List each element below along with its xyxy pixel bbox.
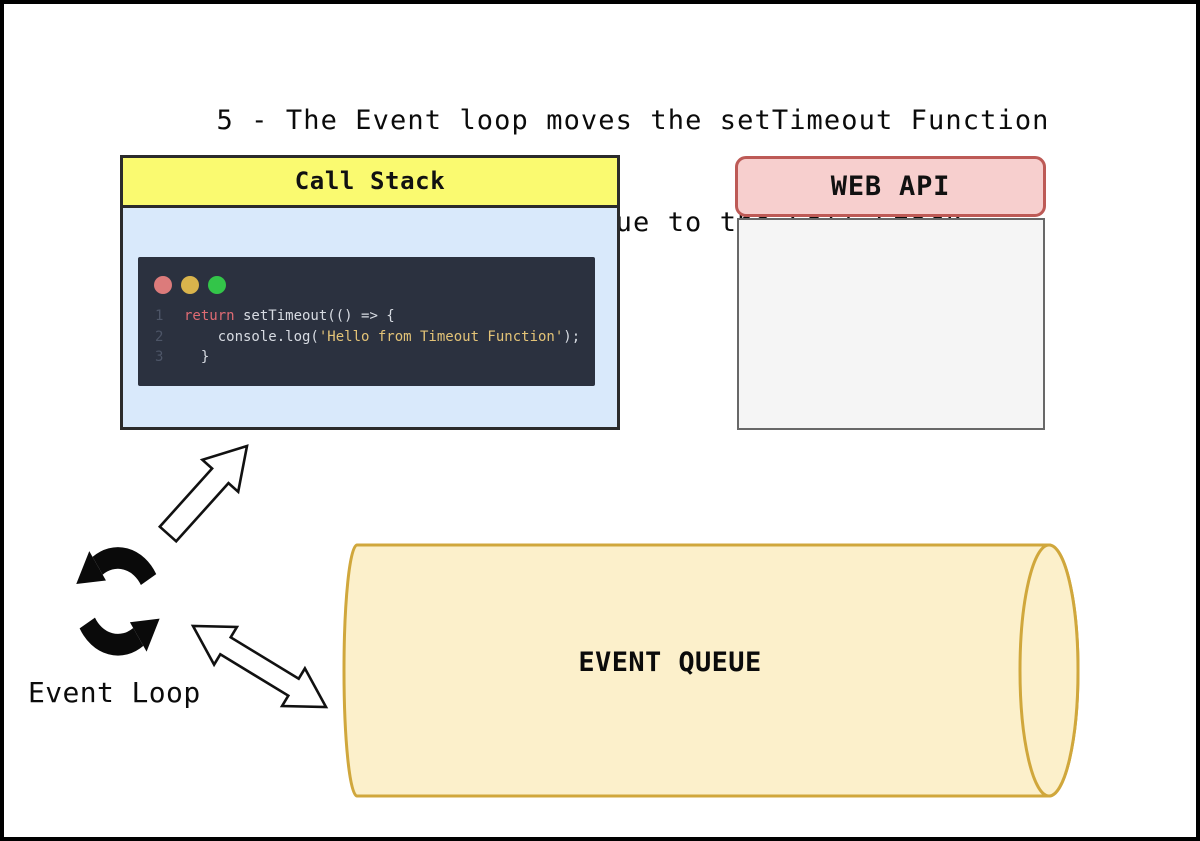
code-line: 2 console.log('Hello from Timeout Functi… bbox=[138, 327, 595, 348]
code-token: ); bbox=[563, 328, 581, 345]
event-queue-label: EVENT QUEUE bbox=[578, 647, 762, 678]
code-token: setTimeout(() => { bbox=[234, 308, 395, 324]
code-token: console.log( bbox=[184, 328, 319, 345]
web-api-label: WEB API bbox=[830, 171, 951, 202]
web-api-header: WEB API bbox=[735, 156, 1046, 217]
call-stack-label: Call Stack bbox=[294, 167, 446, 195]
code-editor-window: 1 return setTimeout(() => { 2 console.lo… bbox=[138, 257, 595, 386]
code-line: 3 } bbox=[138, 347, 595, 368]
web-api-body bbox=[737, 218, 1045, 430]
code-token-keyword: return bbox=[184, 308, 235, 324]
window-minimize-icon bbox=[181, 276, 199, 294]
editor-window-controls bbox=[154, 276, 226, 294]
line-number: 2 bbox=[155, 328, 164, 345]
window-close-icon bbox=[154, 276, 172, 294]
code-line: 1 return setTimeout(() => { bbox=[138, 306, 595, 327]
code-token: } bbox=[184, 349, 210, 365]
code-block: 1 return setTimeout(() => { 2 console.lo… bbox=[138, 306, 595, 368]
line-number: 1 bbox=[155, 308, 164, 324]
event-loop-refresh-icon bbox=[76, 547, 160, 656]
diagram-title-line1: 5 - The Event loop moves the setTimeout … bbox=[216, 105, 1050, 136]
call-stack-header: Call Stack bbox=[123, 158, 617, 208]
cylinder-cap bbox=[1018, 543, 1080, 798]
arrow-loop-queue-icon bbox=[190, 624, 329, 709]
line-number: 3 bbox=[155, 349, 164, 365]
code-token-string: 'Hello from Timeout Function' bbox=[318, 328, 564, 345]
arrow-to-call-stack-icon bbox=[157, 444, 249, 544]
event-queue-cylinder bbox=[342, 543, 1080, 798]
event-loop-label: Event Loop bbox=[28, 676, 201, 709]
window-maximize-icon bbox=[208, 276, 226, 294]
